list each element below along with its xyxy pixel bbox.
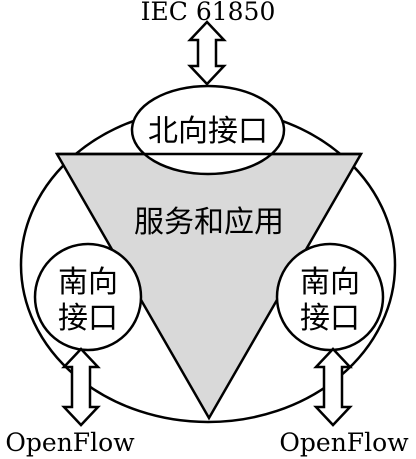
northbound-ellipse bbox=[130, 84, 286, 176]
southbound-left-line1: 南向 bbox=[58, 265, 118, 300]
southbound-left-line2: 接口 bbox=[58, 301, 118, 336]
northbound-interface-label: 北向接口 bbox=[148, 114, 268, 149]
top-double-arrow-icon bbox=[187, 20, 227, 86]
southbound-right-ellipse bbox=[275, 242, 385, 352]
center-services-label: 服务和应用 bbox=[134, 205, 284, 240]
southbound-right-line2: 接口 bbox=[300, 301, 360, 336]
bottom-right-protocol-label: OpenFlow bbox=[279, 428, 409, 457]
bottom-right-double-arrow-icon bbox=[313, 347, 353, 427]
bottom-left-double-arrow-icon bbox=[61, 347, 101, 427]
southbound-left-ellipse bbox=[33, 242, 143, 352]
top-protocol-label: IEC 61850 bbox=[141, 0, 276, 26]
southbound-right-line1: 南向 bbox=[300, 265, 360, 300]
bottom-left-protocol-label: OpenFlow bbox=[5, 428, 135, 457]
